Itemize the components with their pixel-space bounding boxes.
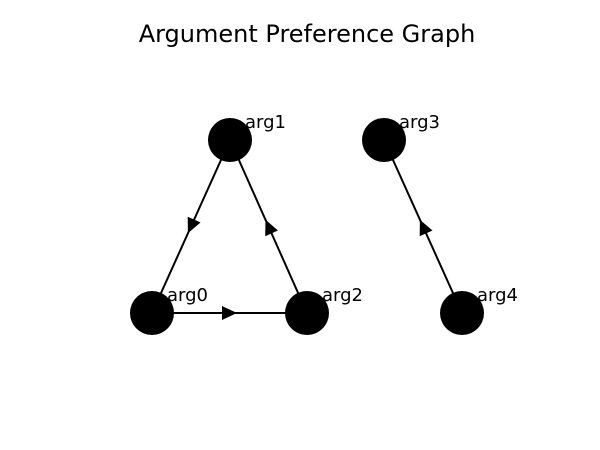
labels-layer: arg0 arg1 arg2 arg3 arg4 xyxy=(167,112,518,306)
node-arg4 xyxy=(440,291,484,335)
node-arg0 xyxy=(130,291,174,335)
edge-arrowhead-icon xyxy=(222,306,237,320)
edge-arrowhead-icon xyxy=(187,216,201,234)
edge-arg0-to-arg2 xyxy=(152,306,307,320)
edge-arg1-to-arg0 xyxy=(151,139,231,314)
node-label-arg1: arg1 xyxy=(245,112,286,133)
nodes-layer xyxy=(130,118,484,335)
edge-arrowhead-icon xyxy=(419,219,433,237)
edge-arrowhead-icon xyxy=(265,219,278,237)
node-label-arg4: arg4 xyxy=(477,285,518,306)
edge-arg2-to-arg1 xyxy=(229,139,308,314)
node-label-arg3: arg3 xyxy=(399,112,440,133)
node-arg3 xyxy=(362,118,406,162)
node-arg1 xyxy=(208,118,252,162)
edge-arg4-to-arg3 xyxy=(383,139,463,314)
node-arg2 xyxy=(285,291,329,335)
edges-layer xyxy=(151,139,463,320)
diagram-title: Argument Preference Graph xyxy=(139,20,476,48)
node-label-arg2: arg2 xyxy=(322,285,363,306)
node-label-arg0: arg0 xyxy=(167,285,208,306)
